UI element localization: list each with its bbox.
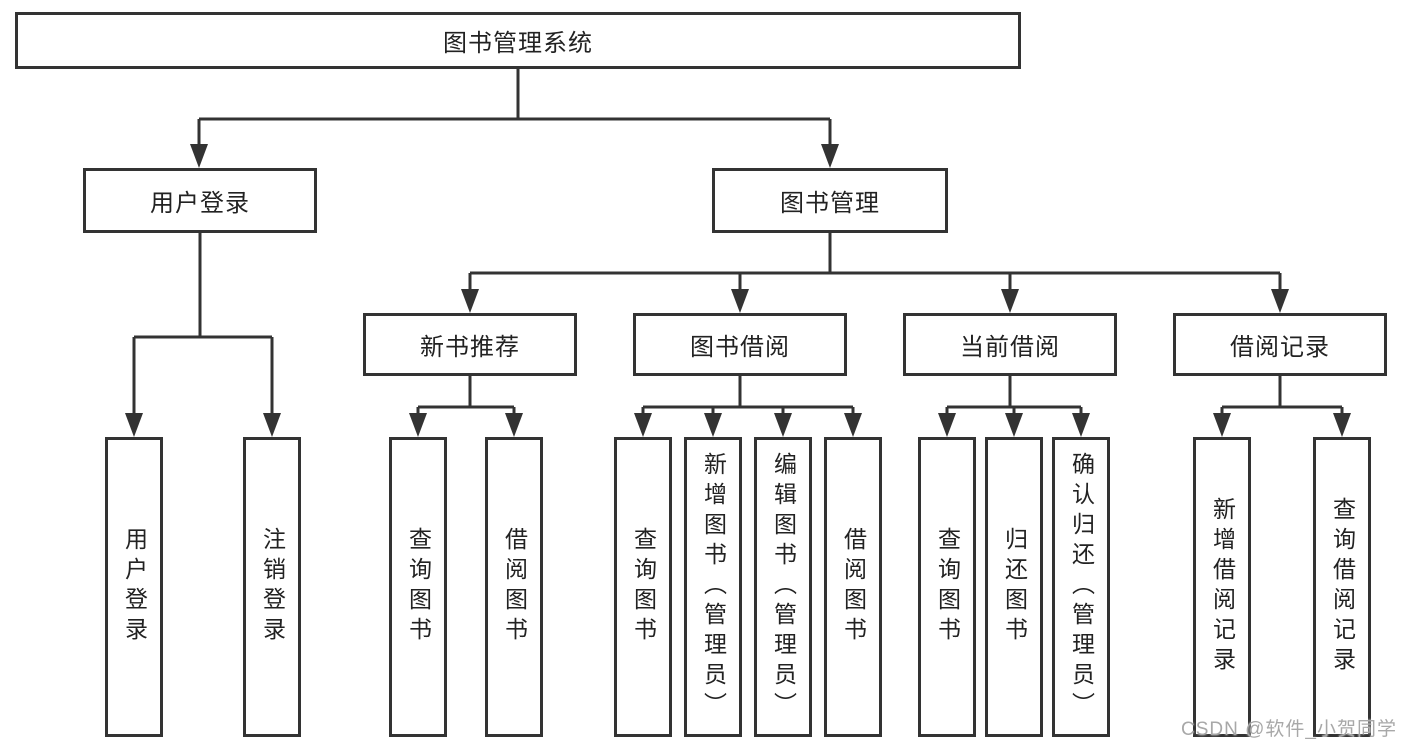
node-borrowing-records: 借阅记录 xyxy=(1173,313,1387,376)
node-label: 借阅记录 xyxy=(1230,334,1330,361)
connector-new-book xyxy=(416,376,516,413)
node-label: 图书管理 xyxy=(780,190,880,217)
node-label: 注销登录 xyxy=(259,527,286,647)
leaf-edit-books-admin: 编辑图书（管理员） xyxy=(754,437,812,737)
node-label: 查询图书 xyxy=(405,527,432,647)
leaf-query-books-3: 查询图书 xyxy=(918,437,976,737)
leaf-add-borrow-record: 新增借阅记录 xyxy=(1193,437,1251,737)
leaf-query-books-1: 查询图书 xyxy=(389,437,447,737)
node-book-management: 图书管理 xyxy=(712,168,948,233)
node-label: 用户登录 xyxy=(121,527,148,647)
node-label: 新书推荐 xyxy=(420,334,520,361)
node-label: 借阅图书 xyxy=(840,527,867,647)
node-new-book-recommend: 新书推荐 xyxy=(363,313,577,376)
node-book-borrowing: 图书借阅 xyxy=(633,313,847,376)
node-user-login: 用户登录 xyxy=(83,168,317,233)
connector-user-login xyxy=(132,233,274,413)
csdn-watermark: CSDN @软件_小贺同学 xyxy=(1181,719,1397,740)
leaf-user-login: 用户登录 xyxy=(105,437,163,737)
leaf-borrow-books-1: 借阅图书 xyxy=(485,437,543,737)
connector-borrow-record xyxy=(1220,376,1344,413)
leaf-add-books-admin: 新增图书（管理员） xyxy=(684,437,742,737)
connector-book-borrow xyxy=(641,376,855,413)
connector-current-borrow xyxy=(945,376,1083,413)
leaf-query-borrow-record: 查询借阅记录 xyxy=(1313,437,1371,737)
connector-root xyxy=(197,68,832,144)
node-label: 编辑图书（管理员） xyxy=(770,452,797,722)
leaf-confirm-return-admin: 确认归还（管理员） xyxy=(1052,437,1110,737)
node-label: 确认归还（管理员） xyxy=(1068,452,1095,722)
node-current-borrowing: 当前借阅 xyxy=(903,313,1117,376)
leaf-borrow-books-2: 借阅图书 xyxy=(824,437,882,737)
leaf-return-books: 归还图书 xyxy=(985,437,1043,737)
node-label: 借阅图书 xyxy=(501,527,528,647)
leaf-query-books-2: 查询图书 xyxy=(614,437,672,737)
node-label: 新增借阅记录 xyxy=(1209,497,1236,677)
node-label: 用户登录 xyxy=(150,190,250,217)
node-label: 查询图书 xyxy=(630,527,657,647)
node-label: 查询借阅记录 xyxy=(1329,497,1356,677)
node-system-root: 图书管理系统 xyxy=(15,12,1021,69)
leaf-logout: 注销登录 xyxy=(243,437,301,737)
node-label: 查询图书 xyxy=(934,527,961,647)
node-label: 图书借阅 xyxy=(690,334,790,361)
node-label: 图书管理系统 xyxy=(443,30,593,57)
connector-book-management xyxy=(468,233,1282,289)
node-label: 归还图书 xyxy=(1001,527,1028,647)
node-label: 当前借阅 xyxy=(960,334,1060,361)
node-label: 新增图书（管理员） xyxy=(700,452,727,722)
